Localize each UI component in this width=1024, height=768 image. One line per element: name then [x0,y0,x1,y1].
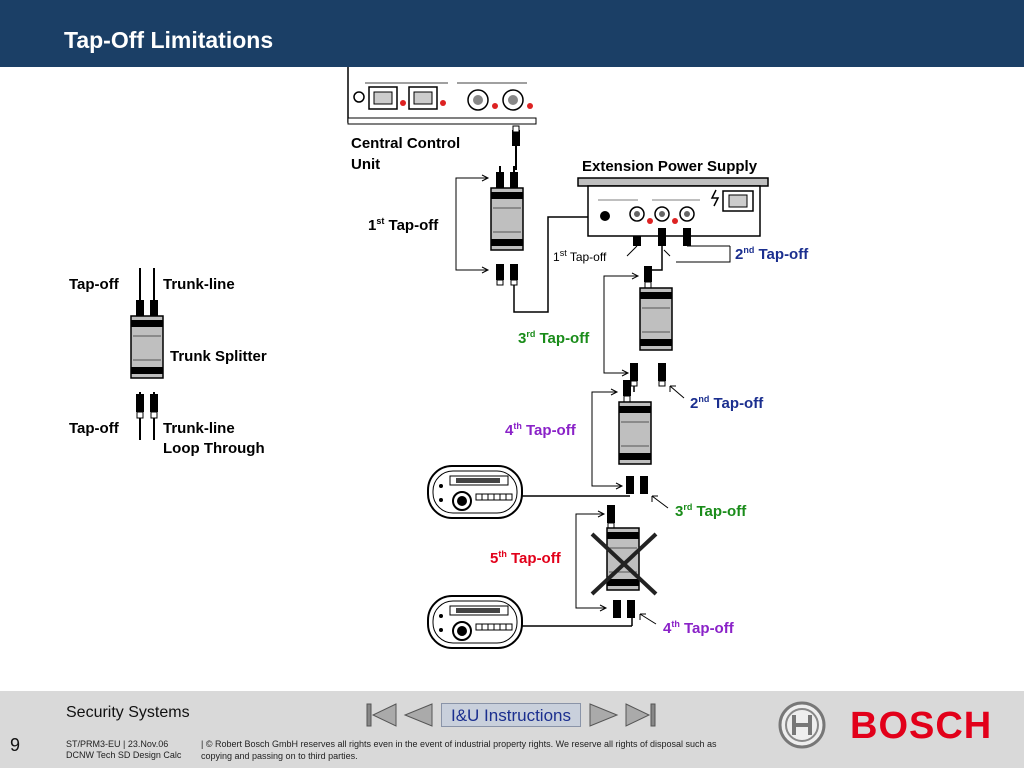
tapoff-3a-label: 3rd Tap-off [518,329,590,347]
ccu-label-1: Central Control [351,135,461,152]
legend-trunk-bottom-2: Loop Through [163,440,265,457]
tapoff-unit-2 [630,266,673,387]
footer-meta-line1: ST/PRM3-EU | 23.Nov.06 [66,739,169,749]
call-station-2 [427,595,523,649]
tapoff-2b-label: 2nd Tap-off [690,394,764,412]
tapoff-1-small-label: 1st Tap-off [553,248,607,264]
legend-trunk-top: Trunk-line [163,276,235,293]
first-slide-button[interactable] [366,702,398,728]
footer-copyright: | © Robert Bosch GmbH reserves all right… [201,739,717,761]
tapoff-1-label: 1st Tap-off [368,216,439,234]
bosch-logo-text: BOSCH [850,705,993,747]
eps-label: Extension Power Supply [582,158,758,175]
tapoff-unit-3 [618,380,652,494]
iu-instructions-button[interactable]: I&U Instructions [441,703,581,727]
legend-tapoff-bottom: Tap-off [69,420,119,437]
previous-slide-button[interactable] [402,702,434,728]
legend-trunk-bottom-1: Trunk-line [163,420,235,437]
page-number: 9 [10,735,21,755]
legend-tapoff-top: Tap-off [69,276,119,293]
central-control-unit [347,67,537,125]
footer-meta-line2: DCNW Tech SD Design Calc [66,750,182,760]
extension-power-supply [577,177,769,237]
page-title: Tap-Off Limitations [64,27,274,53]
footer: Security Systems 9 ST/PRM3-EU | 23.Nov.0… [0,691,1024,768]
last-slide-button[interactable] [624,702,656,728]
legend-trunk-splitter [130,268,164,440]
tapoff-unit-4-crossed [590,505,658,618]
header-bar: Tap-Off Limitations [0,0,1024,67]
tapoff-3b-label: 3rd Tap-off [675,502,747,520]
next-slide-button[interactable] [588,702,620,728]
tapoff-unit-1 [490,165,524,286]
tapoff-4a-label: 4th Tap-off [505,421,576,439]
tapoff-4b-label: 4th Tap-off [663,619,734,637]
tapoff-2a-label: 2nd Tap-off [735,245,809,263]
footer-brand: Security Systems [66,704,190,721]
call-station-1 [427,465,523,519]
bosch-armature-logo-icon [778,701,826,749]
legend-splitter: Trunk Splitter [170,348,267,365]
ccu-label-2: Unit [351,156,381,173]
tap-off-diagram [130,67,769,649]
tapoff-5-label: 5th Tap-off [490,549,561,567]
